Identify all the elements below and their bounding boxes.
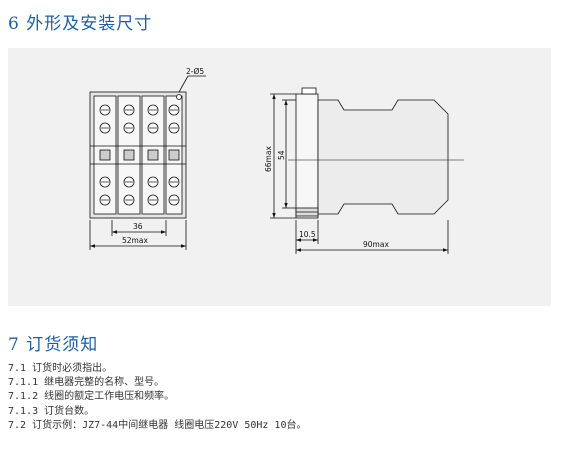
dim-66max: 66max xyxy=(264,146,273,172)
dim-90max: 90max xyxy=(363,240,389,249)
hole-label: 2-Ø5 xyxy=(186,67,204,76)
dim-52max: 52max xyxy=(122,236,148,245)
dim-36: 36 xyxy=(133,222,143,231)
note-line: 7.1 订货时必须指出。 xyxy=(8,363,113,374)
front-view xyxy=(89,75,206,250)
note-line: 7.2 订货示例：JZ7-44中间继电器 线圈电压220V 50Hz 10台。 xyxy=(8,419,307,431)
note-line: 7.1.2 线圈的额定工作电压和频率。 xyxy=(8,391,175,403)
dimension-drawing: 2-Ø5 36 52max xyxy=(8,48,551,306)
note-line: 7.1.1 继电器完整的名称、型号。 xyxy=(8,377,165,389)
side-view xyxy=(270,87,464,254)
dim-10-5: 10.5 xyxy=(299,230,316,239)
ordering-notes: 7.1 订货时必须指出。 7.1.1 继电器完整的名称、型号。 7.1.2 线圈… xyxy=(8,362,306,433)
section-6-title: 6 外形及安装尺寸 xyxy=(8,14,153,34)
dim-54: 54 xyxy=(277,150,286,160)
note-line: 7.1.3 订货台数。 xyxy=(8,405,95,417)
section-7-title: 7 订货须知 xyxy=(8,335,99,355)
